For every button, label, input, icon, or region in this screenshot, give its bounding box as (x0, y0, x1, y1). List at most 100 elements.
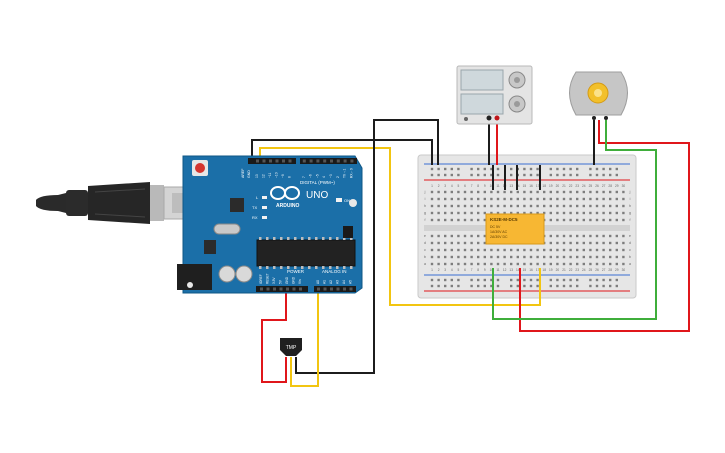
digital-pin-label: ~3 (329, 174, 333, 178)
breadboard-column-label: 12 (503, 268, 507, 272)
breadboard-column-label: 19 (549, 184, 553, 188)
breadboard-column-label: 26 (595, 184, 599, 188)
analog-pin-label: A0 (316, 280, 320, 284)
breadboard-column-label: 8 (477, 184, 479, 188)
breadboard-column-label: 10 (490, 268, 494, 272)
breadboard-column-label: 11 (496, 184, 500, 188)
digital-pin-label: ~9 (281, 174, 285, 178)
breadboard-column-label: 5 (458, 184, 460, 188)
breadboard-row-label: h (629, 204, 631, 208)
breadboard-column-label: 18 (542, 268, 546, 272)
digital-pin-label: ~10 (275, 172, 279, 178)
breadboard-column-label: 26 (595, 268, 599, 272)
breadboard-column-label: 17 (536, 184, 540, 188)
breadboard-row-label: g (629, 211, 631, 215)
breadboard-row-label: b (424, 255, 426, 259)
breadboard-column-label: 6 (464, 268, 466, 272)
digital-header-label: DIGITAL (PWM~) (300, 180, 335, 185)
breadboard-column-label: 30 (622, 268, 626, 272)
usb-cable-icon[interactable] (36, 182, 199, 224)
power-pin-label: IOREF (259, 274, 263, 284)
wire-yellow-signal[interactable] (259, 147, 541, 306)
breadboard-column-label: 16 (529, 268, 533, 272)
breadboard-row-label: i (630, 197, 631, 201)
analog-pin-label: A2 (329, 280, 333, 284)
power-supply-icon[interactable] (456, 65, 533, 125)
arduino-model: UNO (306, 190, 328, 201)
breadboard-row-label: f (425, 218, 426, 222)
breadboard-row-label: a (629, 262, 631, 266)
power-header-label: POWER (287, 269, 305, 274)
breadboard-column-label: 8 (477, 268, 479, 272)
breadboard-column-label: 7 (471, 184, 473, 188)
gnd-label: GND (247, 170, 251, 178)
aref-label: AREF (241, 169, 245, 178)
power-jack[interactable] (177, 264, 212, 290)
breadboard-row-label: d (424, 241, 426, 245)
wire-red-motor[interactable] (519, 120, 690, 332)
power-pin-label: RESET (266, 273, 270, 284)
digital-pin-label: ~5 (315, 174, 319, 178)
breadboard-column-label: 1 (431, 268, 433, 272)
breadboard-column-label: 29 (615, 184, 619, 188)
breadboard-row-label: i (425, 197, 426, 201)
breadboard-column-label: 14 (516, 268, 520, 272)
digital-pin-label: TX→1 (343, 168, 347, 178)
relay-icon[interactable]: KS2E-M-DC5 DC 5V 1A/30V AC 2A/30V DC (485, 213, 545, 245)
digital-pin-label: 2 (336, 176, 340, 178)
digital-pin-label: ~11 (268, 172, 272, 178)
breadboard-row-label: j (629, 190, 631, 194)
breadboard-column-label: 15 (523, 268, 527, 272)
power-pin-label: 3.3V (272, 277, 276, 284)
power-pin-label: GND (292, 276, 296, 284)
breadboard-column-label: 28 (608, 184, 612, 188)
dc-motor-icon[interactable] (569, 71, 628, 120)
breadboard-row-label: f (630, 218, 631, 222)
digital-pin-label: 12 (262, 174, 266, 178)
digital-pin-label: 13 (255, 174, 259, 178)
wire-red-5v[interactable] (261, 291, 287, 383)
relay-part-number: KS2E-M-DC5 (490, 217, 518, 222)
breadboard-row-label: a (424, 262, 426, 266)
breadboard-row-label: e (424, 234, 426, 238)
breadboard-column-label: 3 (444, 184, 446, 188)
breadboard-column-label: 24 (582, 184, 586, 188)
analog-pin-label: A3 (336, 280, 340, 284)
power-pin-label: Vin (298, 279, 302, 284)
breadboard-column-label: 29 (615, 268, 619, 272)
wire-green-motor[interactable] (492, 120, 657, 320)
breadboard-column-label: 19 (549, 268, 553, 272)
wire-black-gnd-top[interactable] (251, 139, 433, 165)
breadboard-column-label: 27 (602, 184, 606, 188)
breadboard-column-label: 27 (602, 268, 606, 272)
digital-pin-label: ~6 (309, 174, 313, 178)
breadboard-column-label: 18 (542, 184, 546, 188)
breadboard-column-label: 22 (569, 184, 573, 188)
breadboard-column-label: 20 (556, 184, 560, 188)
relay-spec-2: 1A/30V AC (490, 230, 508, 234)
temperature-sensor-icon[interactable]: TMP (280, 338, 302, 356)
breadboard-row-label: c (629, 248, 631, 252)
breadboard-column-label: 15 (523, 184, 527, 188)
wire-black-sensor-gnd[interactable] (295, 119, 439, 374)
wire-yellow-a0[interactable] (290, 291, 319, 387)
breadboard-column-label: 28 (608, 268, 612, 272)
breadboard-column-label: 1 (431, 184, 433, 188)
analog-pin-label: A1 (323, 280, 327, 284)
digital-pin-label: 7 (302, 176, 306, 178)
breadboard-row-label: j (424, 190, 426, 194)
power-pin-label: 5V (279, 279, 283, 284)
sensor-label: TMP (286, 345, 297, 351)
breadboard-column-label: 2 (438, 184, 440, 188)
analog-pin-label: A4 (342, 280, 346, 284)
breadboard-column-label: 24 (582, 268, 586, 272)
breadboard-column-label: 9 (484, 268, 486, 272)
